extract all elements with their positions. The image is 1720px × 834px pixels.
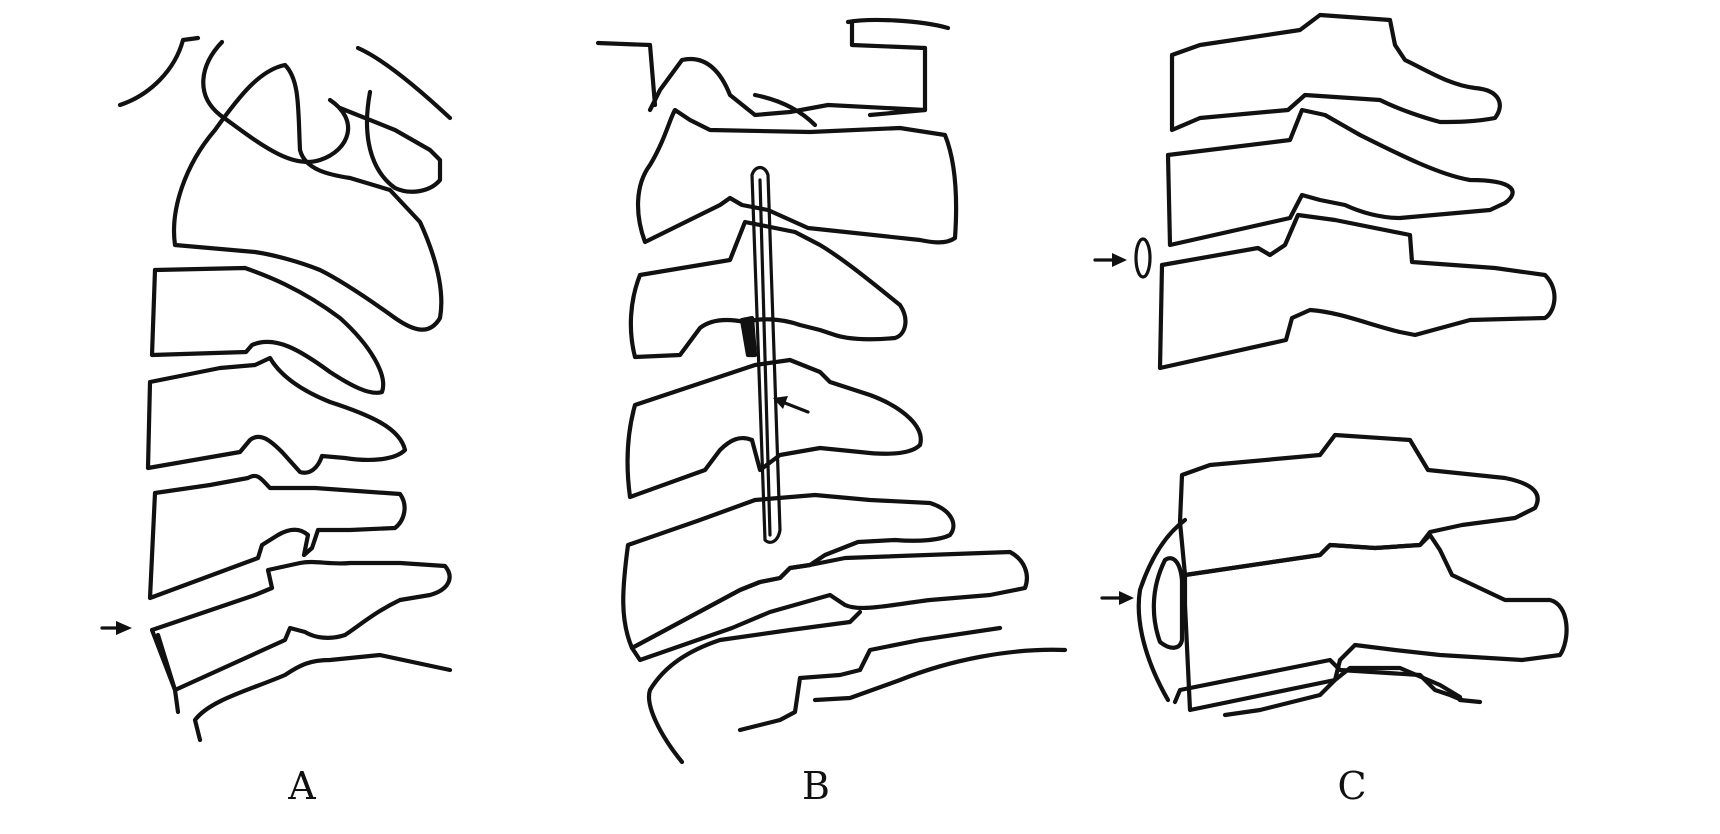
panel-c-upper-arrow-icon <box>1112 253 1127 267</box>
panel-b-arrow-shaft <box>783 401 810 414</box>
panel-a-vertebra-c2 <box>172 62 444 332</box>
panel-a-skull-curve-right <box>355 45 453 121</box>
panel-c-upper-vertebra-1 <box>1169 12 1502 133</box>
panel-b-skull-top-right <box>845 17 951 118</box>
panel-a-skull-curve-mid <box>201 39 351 164</box>
panel-a-drawing <box>100 35 453 743</box>
panel-b-vertebra-c6 <box>629 549 1029 663</box>
panel-a-vertebra-c5 <box>147 473 407 601</box>
panel-b-fixation-rod-inner <box>758 178 772 537</box>
panel-label-a: A <box>288 764 316 808</box>
panel-b-vertebra-c5 <box>621 492 956 651</box>
panel-c-lower-border <box>1222 665 1483 718</box>
panel-b-occiput <box>647 56 928 118</box>
panel-b-fixation-rod-outer <box>750 165 782 544</box>
panel-b-screw-head <box>739 315 758 358</box>
panel-c-interbody-cage <box>1151 556 1185 650</box>
panel-b-lower-border-2 <box>812 647 1068 703</box>
panel-c-upper-vertebra-2 <box>1165 107 1515 248</box>
panel-a-vertebra-c3 <box>149 265 386 395</box>
panel-c-drawing <box>1093 12 1569 718</box>
panel-a-skull-curve-left <box>117 35 201 108</box>
panel-b-skull-top-left <box>595 40 658 108</box>
panel-c-lower-arrow-icon <box>1119 591 1134 605</box>
panel-b-vertebra-c2 <box>636 107 959 245</box>
panel-label-c: C <box>1337 764 1367 808</box>
panel-c-lower-vertebra-2 <box>1182 532 1569 713</box>
panel-b-drawing <box>595 17 1068 765</box>
panel-c-lower-vertebra-1 <box>1177 432 1540 578</box>
panel-a-lower-border <box>192 652 453 743</box>
panel-b-vertebra-c4 <box>625 357 923 500</box>
panel-b-arrow-icon <box>773 396 788 409</box>
panel-b-lower-border-1 <box>737 625 1003 733</box>
panel-a-occiput <box>337 89 443 194</box>
panel-a-vertebra-c6 <box>149 559 452 693</box>
panel-c-lower-vertebra-3 <box>1172 657 1465 705</box>
panel-b-vertebra-c3 <box>628 219 908 360</box>
panel-a-arrow-icon <box>116 621 132 635</box>
panel-a-vertebra-c4 <box>145 355 408 475</box>
panel-c-small-oval <box>1134 237 1152 279</box>
panel-label-b: B <box>802 764 830 808</box>
panel-b-lower-curve <box>646 609 863 765</box>
panel-a-vertebra-c7 <box>155 632 181 715</box>
panel-c-upper-vertebra-3 <box>1157 212 1557 371</box>
panel-b-occiput-cross <box>752 92 818 128</box>
panel-c-anterior-plate <box>1136 517 1188 703</box>
